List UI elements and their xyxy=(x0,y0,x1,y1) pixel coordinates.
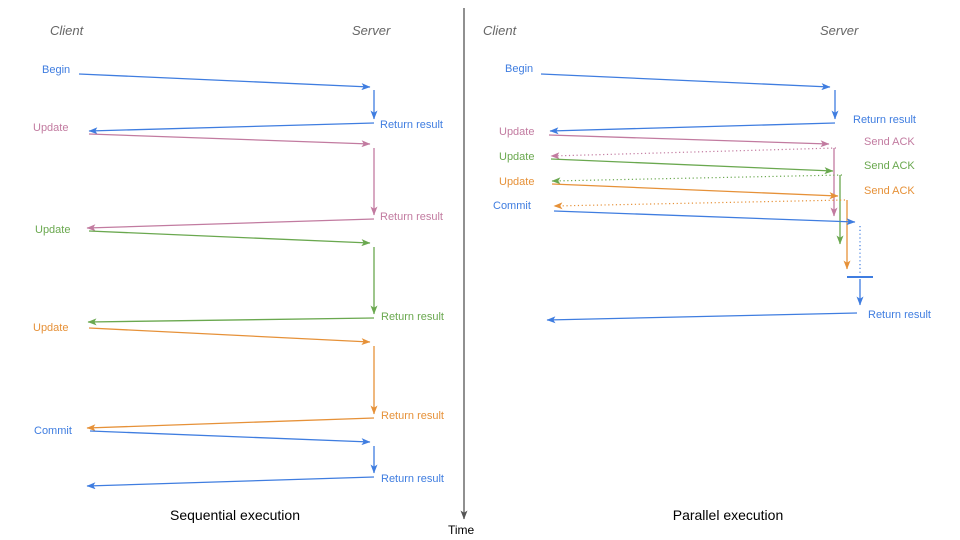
ack-label: Send ACK xyxy=(864,136,915,148)
parallel-commit-exchange xyxy=(546,210,873,324)
request-line xyxy=(88,327,371,346)
request-label: Update xyxy=(33,322,69,334)
time-axis-label: Time xyxy=(448,523,475,537)
ack-line xyxy=(550,147,837,160)
request-label: Update xyxy=(499,176,535,188)
request-line xyxy=(89,430,371,446)
response-line xyxy=(86,417,375,432)
sequential-server-header: Server xyxy=(352,23,391,38)
parallel-client-header: Client xyxy=(483,23,517,38)
request-line xyxy=(78,73,371,91)
request-line xyxy=(553,210,856,226)
request-line xyxy=(548,134,830,148)
request-label: Commit xyxy=(34,425,72,437)
response-label: Return result xyxy=(381,473,444,485)
sequential-client-header: Client xyxy=(50,23,84,38)
response-line xyxy=(549,122,836,135)
request-label: Update xyxy=(499,151,535,163)
ack-line xyxy=(553,199,846,210)
response-line xyxy=(546,312,858,324)
response-label: Return result xyxy=(381,410,444,422)
parallel-caption: Parallel execution xyxy=(672,507,784,523)
request-label: Begin xyxy=(42,64,71,76)
response-label: Return result xyxy=(380,119,443,131)
request-label: Update xyxy=(35,224,71,236)
sequential-update3-exchange xyxy=(86,327,378,432)
ack-label: Send ACK xyxy=(864,160,915,172)
ack-label: Send ACK xyxy=(864,185,915,197)
response-line xyxy=(88,122,375,135)
sequential-update1-exchange xyxy=(86,133,378,232)
parallel-update3-exchange xyxy=(551,183,851,270)
ack-line xyxy=(551,174,843,185)
sequential-begin-exchange xyxy=(78,73,378,135)
parallel-update2-exchange xyxy=(550,158,844,245)
sequential-commit-exchange xyxy=(86,430,378,490)
request-line xyxy=(540,73,831,91)
sequential-update2-exchange xyxy=(87,230,378,326)
request-line xyxy=(88,133,371,148)
request-label: Begin xyxy=(505,63,534,75)
parallel-begin-exchange xyxy=(540,73,839,135)
request-line xyxy=(550,158,834,175)
request-label: Update xyxy=(33,122,69,134)
response-label: Return result xyxy=(381,311,444,323)
request-line xyxy=(88,230,371,247)
request-label: Update xyxy=(499,126,535,138)
request-label: Commit xyxy=(493,200,531,212)
sequential-caption: Sequential execution xyxy=(170,507,300,523)
response-line xyxy=(86,476,375,490)
response-label: Return result xyxy=(868,309,931,321)
parallel-update1-exchange xyxy=(548,134,838,217)
response-line xyxy=(86,218,375,232)
parallel-server-header: Server xyxy=(820,23,859,38)
response-label: Return result xyxy=(853,114,916,126)
response-label: Return result xyxy=(380,211,443,223)
response-line xyxy=(87,317,375,326)
request-line xyxy=(551,183,839,200)
